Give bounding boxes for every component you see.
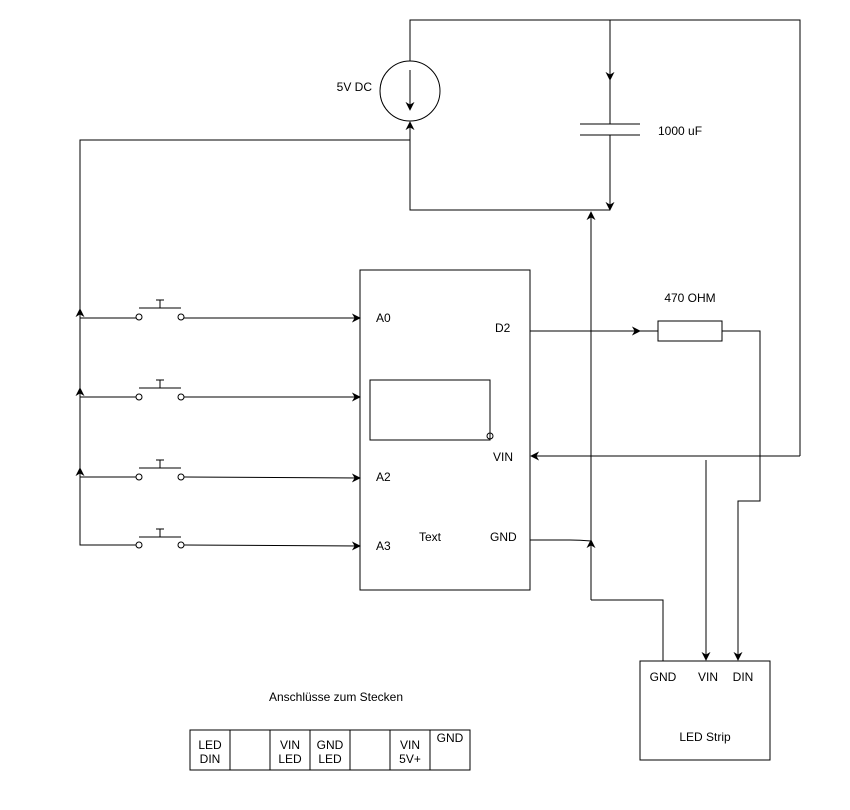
push-button-4 bbox=[135, 528, 361, 551]
pin-gnd-label: GND bbox=[490, 530, 517, 544]
connector-cell-4-line-2: LED bbox=[318, 752, 342, 766]
controller-board bbox=[359, 269, 531, 591]
push-button-3 bbox=[80, 459, 361, 483]
wire-controller-gnd bbox=[530, 539, 592, 542]
led-strip-box bbox=[639, 660, 771, 761]
push-button-2 bbox=[80, 379, 361, 402]
connector-cell-1-line-2: DIN bbox=[200, 752, 221, 766]
connector-cell-6-line-1: VIN bbox=[400, 738, 420, 752]
capacitor bbox=[580, 123, 640, 136]
power-source bbox=[379, 60, 441, 122]
pin-d2-label: D2 bbox=[495, 321, 511, 335]
wire-strip-gnd bbox=[591, 599, 664, 661]
strip-gnd-label: GND bbox=[650, 670, 677, 684]
chip-pin-marker bbox=[486, 432, 494, 440]
wire-left-bus bbox=[79, 139, 410, 546]
resistor bbox=[657, 320, 723, 342]
strip-vin-label: VIN bbox=[698, 670, 718, 684]
resistor-label: 470 OHM bbox=[664, 291, 715, 305]
strip-title-label: LED Strip bbox=[679, 730, 731, 744]
power-source-label: 5V DC bbox=[337, 80, 373, 94]
wire-resistor-to-din bbox=[722, 330, 761, 661]
pin-a2-label: A2 bbox=[376, 470, 391, 484]
connector-table bbox=[189, 729, 471, 771]
connector-cell-7-line-1: GND bbox=[437, 731, 464, 745]
wire-to-capacitor bbox=[600, 19, 615, 81]
controller-chip bbox=[369, 379, 491, 441]
controller-text-label: Text bbox=[419, 530, 442, 544]
connector-cell-3-line-2: LED bbox=[278, 752, 302, 766]
connector-title: Anschlüsse zum Stecken bbox=[269, 690, 403, 704]
connector-cell-1-line-1: LED bbox=[198, 738, 222, 752]
connector-cell-6-line-2: 5V+ bbox=[399, 752, 421, 766]
pin-vin-label: VIN bbox=[493, 450, 513, 464]
push-button-1 bbox=[80, 299, 361, 323]
wire-source-to-vin bbox=[409, 19, 801, 456]
capacitor-label: 1000 uF bbox=[658, 124, 702, 138]
connector-cell-4-line-1: GND bbox=[317, 738, 344, 752]
wire-ground-to-source bbox=[405, 121, 610, 211]
pin-a0-label: A0 bbox=[376, 311, 391, 325]
connector-cell-3-line-1: VIN bbox=[280, 738, 300, 752]
pin-a3-label: A3 bbox=[376, 539, 391, 553]
strip-din-label: DIN bbox=[733, 670, 754, 684]
